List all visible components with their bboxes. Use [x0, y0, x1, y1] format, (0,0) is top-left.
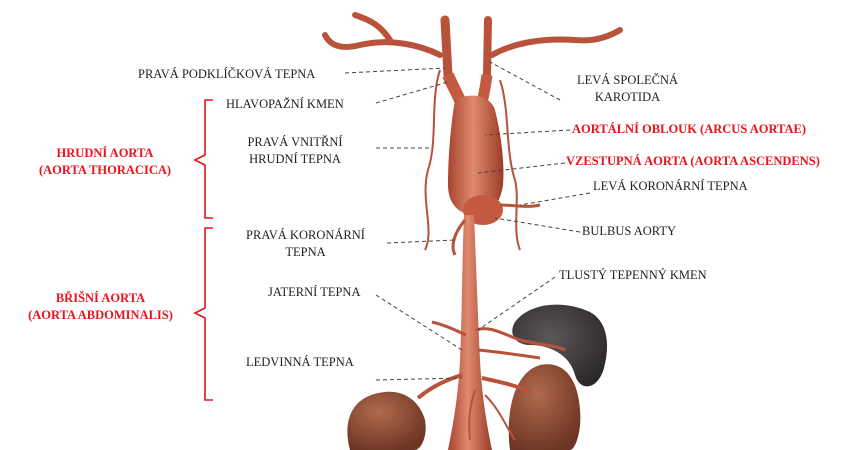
- right-subclavian-artery: [325, 15, 440, 55]
- label-bulbus: BULBUS AORTY: [582, 223, 676, 240]
- label-hepatic: JATERNÍ TEPNA: [268, 284, 360, 301]
- label-right-coronary-line2: TEPNA: [238, 244, 373, 261]
- label-internal-thoracic-line1: PRAVÁ VNITŘNÍ: [235, 134, 355, 151]
- group-abdominal-line2: (AORTA ABDOMINALIS): [8, 307, 193, 324]
- label-celiac-trunk: TLUSTÝ TEPENNÝ KMEN: [559, 267, 707, 284]
- label-right-coronary-line1: PRAVÁ KORONÁRNÍ: [238, 227, 373, 244]
- label-internal-thoracic: PRAVÁ VNITŘNÍ HRUDNÍ TEPNA: [235, 134, 355, 168]
- label-internal-thoracic-line2: HRUDNÍ TEPNA: [235, 151, 355, 168]
- label-aortic-arch: AORTÁLNÍ OBLOUK (ARCUS AORTAE): [572, 121, 806, 138]
- group-abdominal-aorta: BŘIŠNÍ AORTA (AORTA ABDOMINALIS): [8, 290, 193, 324]
- label-left-carotid: LEVÁ SPOLEČNÁ KAROTIDA: [565, 72, 690, 106]
- label-brachiocephalic: HLAVOPAŽNÍ KMEN: [226, 96, 344, 113]
- label-right-subclavian: PRAVÁ PODKLÍČKOVÁ TEPNA: [138, 66, 315, 83]
- thoracic-bracket: [195, 100, 213, 218]
- label-left-coronary: LEVÁ KORONÁRNÍ TEPNA: [593, 178, 748, 195]
- group-thoracic-line1: HRUDNÍ AORTA: [20, 145, 190, 162]
- label-ascending-aorta: VZESTUPNÁ AORTA (AORTA ASCENDENS): [566, 153, 820, 170]
- label-left-carotid-line2: KAROTIDA: [565, 89, 690, 106]
- right-kidney: [347, 392, 425, 450]
- group-thoracic-line2: (AORTA THORACICA): [20, 162, 190, 179]
- left-kidney: [509, 364, 581, 450]
- group-abdominal-line1: BŘIŠNÍ AORTA: [8, 290, 193, 307]
- group-thoracic-aorta: HRUDNÍ AORTA (AORTA THORACICA): [20, 145, 190, 179]
- label-renal: LEDVINNÁ TEPNA: [246, 354, 354, 371]
- abdominal-bracket: [195, 228, 213, 400]
- label-right-coronary: PRAVÁ KORONÁRNÍ TEPNA: [238, 227, 373, 261]
- label-left-carotid-line1: LEVÁ SPOLEČNÁ: [565, 72, 690, 89]
